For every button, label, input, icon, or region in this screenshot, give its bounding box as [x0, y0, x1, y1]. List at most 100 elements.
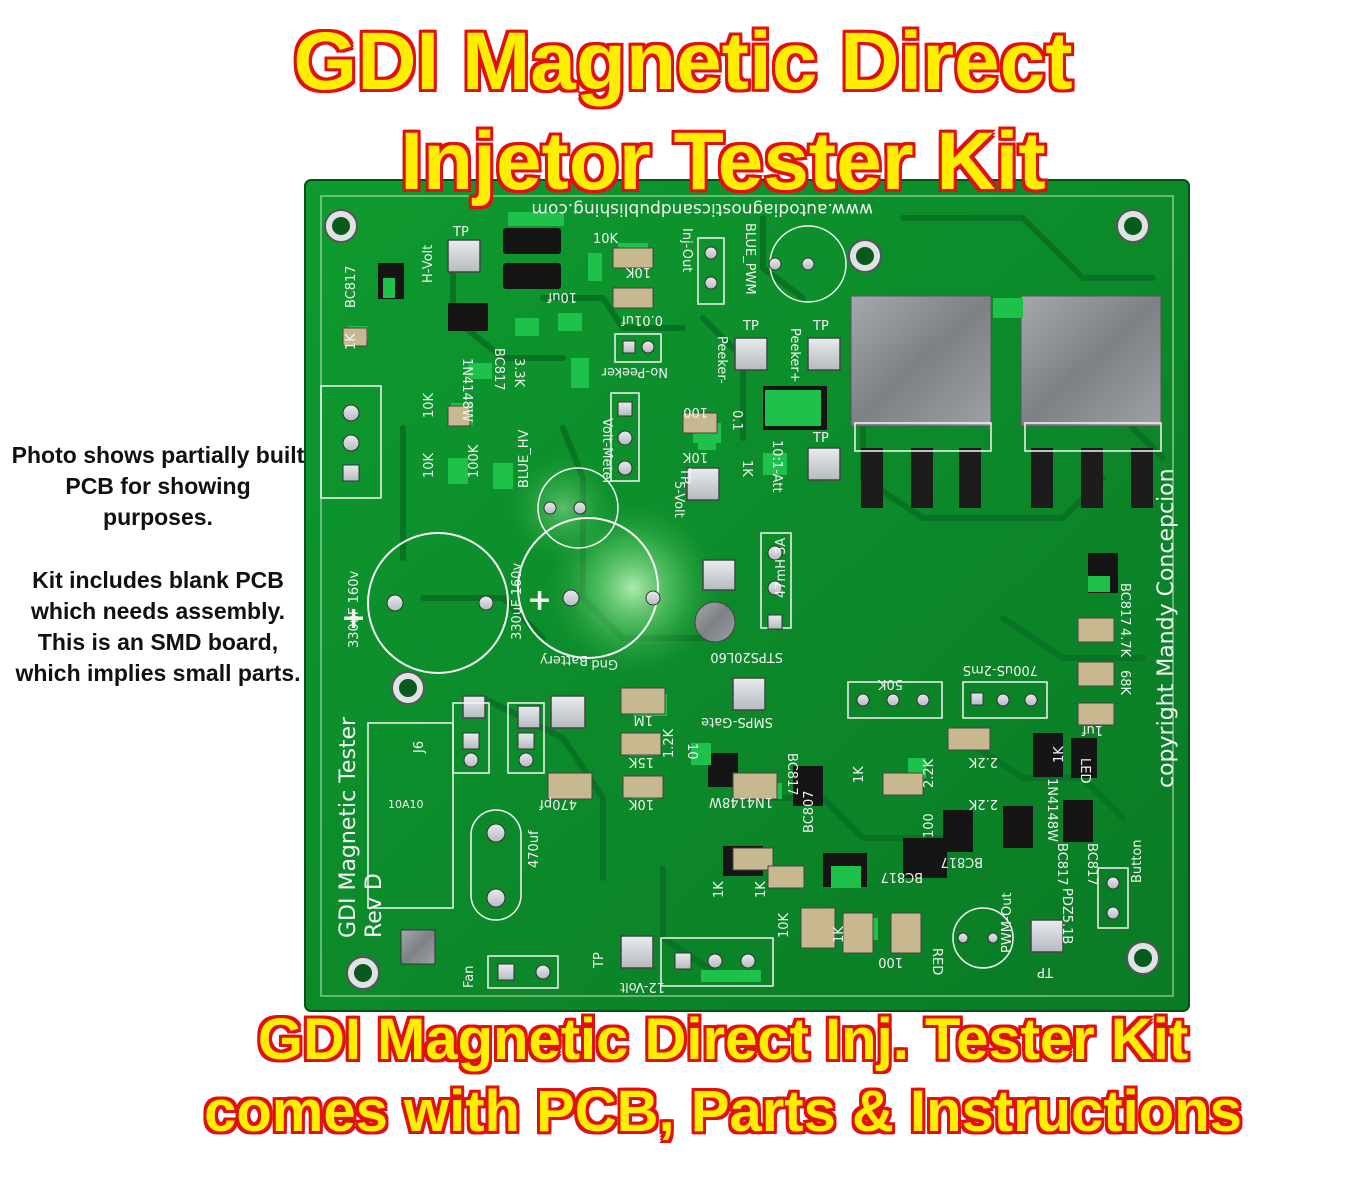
label-1uf: 1uf [1081, 722, 1103, 737]
label-diode: STPS20L60 [710, 649, 783, 664]
label-volt-meter: Volt-Meter [599, 418, 614, 486]
label-peeker-plus: Peeker+ [787, 328, 802, 383]
label-2-2k-3: 2.2K [968, 796, 998, 811]
bottom-caption-line-1: GDI Magnetic Direct Inj. Tester Kit [257, 1007, 1189, 1072]
pcb-board-name: GDI Magnetic Tester [336, 716, 361, 938]
side-note: Photo shows partially built PCB for show… [8, 440, 308, 721]
label-tp-5: TP [677, 467, 692, 484]
side-note-para-1: Photo shows partially built PCB for show… [11, 442, 305, 530]
label-10k-3: 10K [593, 232, 619, 247]
label-1k-6: 1K [754, 881, 769, 898]
label-68k: 68K [1117, 670, 1132, 696]
label-1k-1: 1K [344, 333, 359, 350]
svg-text:+: + [527, 583, 552, 618]
pcb-copyright: copyright Mandy Concepcion [1154, 468, 1179, 788]
label-50k: 50K [877, 676, 903, 691]
label-bc817-8: BC817 [1084, 843, 1099, 886]
label-1k-3: 1K [852, 766, 867, 783]
label-pwm-out: PWM-Out [1000, 892, 1015, 953]
label-bc817-5: BC817 [880, 869, 923, 884]
label-inductor: 47mH 3A [774, 538, 789, 598]
label-470uf: 470uf [527, 830, 542, 868]
label-tp-2: TP [742, 319, 759, 334]
label-10k-5: 10K [682, 449, 708, 464]
label-button: Button [1130, 839, 1145, 883]
pcb-photo: + + [303, 178, 1191, 1013]
label-bc817-3: BC817 [1117, 583, 1132, 626]
label-330uf-1: 330uF 160v [347, 571, 362, 648]
label-1k-5: 1K [712, 881, 727, 898]
label-10k-1: 10K [422, 392, 437, 418]
label-att: 10:1-Att [769, 440, 784, 492]
mosfet-pad-left [850, 295, 992, 427]
label-0-01uf: 0.01uf [621, 312, 663, 327]
label-100-2: 100 [922, 813, 937, 838]
label-fan: Fan [462, 966, 477, 989]
label-tp-4: TP [812, 431, 829, 446]
label-100-1: 100 [683, 404, 708, 419]
label-1k-2: 1K [739, 460, 754, 477]
label-10k-7: 10K [777, 912, 792, 938]
label-tp-1: TP [452, 225, 469, 240]
label-1k-4: 1K [1052, 746, 1067, 763]
label-bc807: BC807 [802, 790, 817, 833]
label-100k: 100K [467, 444, 482, 478]
label-0-1: 0.1 [729, 410, 744, 431]
capacitor-330uf-2 [517, 517, 659, 659]
svg-text:+: + [341, 601, 366, 636]
label-bc817-2: BC817 [491, 348, 506, 391]
label-bc817-6: BC817 [940, 854, 983, 869]
top-title-line-2: Injetor Tester Kit [400, 116, 1046, 207]
label-10k-2: 10K [422, 452, 437, 478]
pcb-url: www.autodiagnosticsandpublishing.com [531, 199, 873, 219]
label-2-2k-2: 2.2K [968, 754, 998, 769]
label-330uf-2: 330uF 160v [510, 563, 525, 640]
label-10k-4: 10K [625, 264, 651, 279]
mosfet-pad-right [1020, 295, 1162, 427]
label-10k-6: 10K [628, 796, 654, 811]
label-15k: 15K [628, 754, 654, 769]
label-no-peeker: No-Peeker [601, 364, 668, 379]
label-4-7k: 4.7K [1117, 628, 1132, 658]
label-red: RED [929, 948, 944, 975]
label-100-3: 100 [878, 954, 903, 969]
label-tp-3: TP [812, 319, 829, 334]
label-led: LED [1077, 758, 1092, 783]
label-blue-pwm: BLUE_PWM [742, 223, 757, 295]
label-bc817-4: BC817 [784, 753, 799, 796]
label-tp-7: TP [592, 952, 607, 969]
label-1k-7: 1K [832, 926, 847, 943]
label-blue-hv: BLUE_HV [517, 429, 532, 488]
label-1m: 1M [634, 712, 654, 727]
label-inj-out: Inj-Out [679, 228, 694, 272]
label-1n4148-2: 1N4148W [709, 794, 773, 809]
label-tp-6: TP [1037, 964, 1054, 979]
label-h-volt: H-Volt [421, 245, 436, 283]
label-5-volt: 5-Volt [671, 481, 686, 518]
label-bc817-1: BC817 [344, 265, 359, 308]
label-fuse: 10A10 [388, 798, 424, 811]
label-10: 10 [684, 743, 699, 760]
label-3-3k: 3.3K [511, 358, 526, 388]
label-bc817-7: BC817 [1054, 843, 1069, 886]
label-12-volt: 12-Volt [620, 979, 665, 994]
mounting-holes [324, 209, 1160, 990]
label-smps-gate: SMPS-Gate [701, 714, 773, 729]
label-2-2k-1: 2.2K [922, 758, 937, 788]
label-1-2k: 1.2K [662, 728, 677, 758]
label-470pf: 470pf [539, 796, 577, 811]
label-1n4148-3: 1N4148W [1044, 778, 1059, 842]
pcb-revision: Rev D [362, 873, 387, 938]
top-title-line-1: GDI Magnetic Direct [293, 16, 1073, 107]
label-timing: 700uS-2mS [963, 662, 1038, 677]
label-peeker-minus: Peeker- [714, 336, 729, 384]
bottom-caption-line-2: comes with PCB, Parts & Instructions [204, 1079, 1242, 1144]
capacitor-330uf-1 [367, 532, 509, 674]
label-10uf: 10uf [547, 289, 577, 304]
side-note-para-2: Kit includes blank PCB which needs assem… [15, 567, 301, 686]
label-1n4148-1: 1N4148W [459, 358, 474, 422]
label-battery: Battery [540, 652, 588, 667]
label-j6: J6 [412, 741, 427, 754]
label-pdz: PDZ5.1B [1059, 888, 1074, 944]
label-gnd: Gnd [591, 656, 618, 671]
